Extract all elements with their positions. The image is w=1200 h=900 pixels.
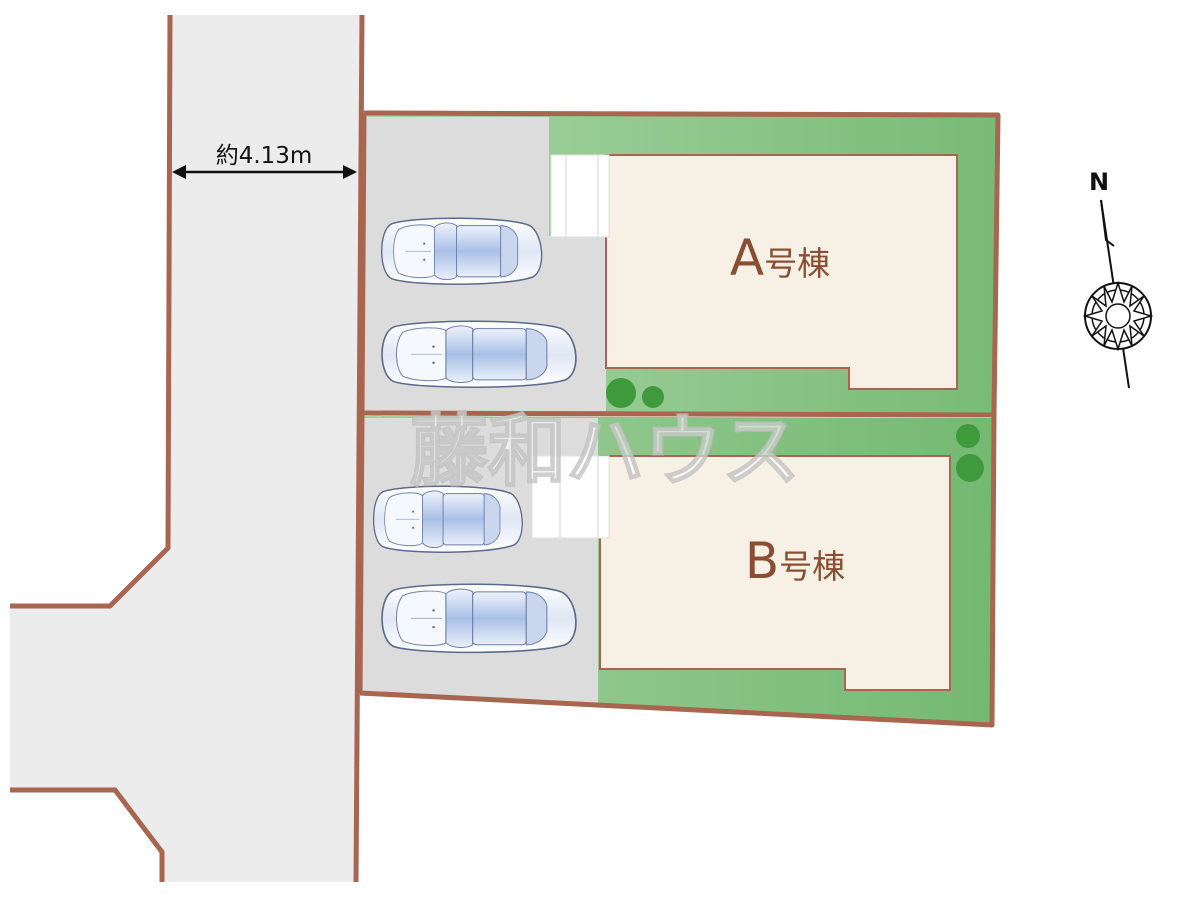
lot-b: B号棟 [360, 416, 994, 725]
public-road [10, 14, 365, 883]
house-b-entrance [531, 455, 610, 539]
road-width-label: 約4.13m [216, 143, 313, 169]
house-a-label: A号棟 [730, 229, 830, 287]
car-icon [381, 320, 577, 389]
watermark: 藤和ハウス [410, 407, 800, 497]
lot-boundary [357, 110, 1001, 728]
tree-icon [956, 454, 984, 482]
tree-icon [956, 424, 980, 448]
tree-icon [606, 378, 636, 408]
lot-divider [361, 410, 997, 418]
house-b-footprint [599, 455, 951, 691]
road-edge-right [353, 14, 365, 883]
compass-north-label: N [1089, 168, 1109, 196]
road-width-dimension: 約4.13m [172, 143, 357, 179]
car-icon [380, 217, 543, 286]
car-icon [381, 583, 577, 654]
house-b-label: B号棟 [745, 532, 845, 590]
house-a-entrance [550, 154, 610, 238]
tree-icon [642, 386, 664, 408]
road-edge-left [10, 14, 173, 609]
lot-a-parking-lower [549, 236, 606, 411]
house-a-footprint [605, 154, 958, 390]
road-edge-left-lower [10, 787, 165, 882]
lot-a: A号棟 [362, 113, 998, 413]
north-arrow-icon: N [1082, 168, 1154, 389]
